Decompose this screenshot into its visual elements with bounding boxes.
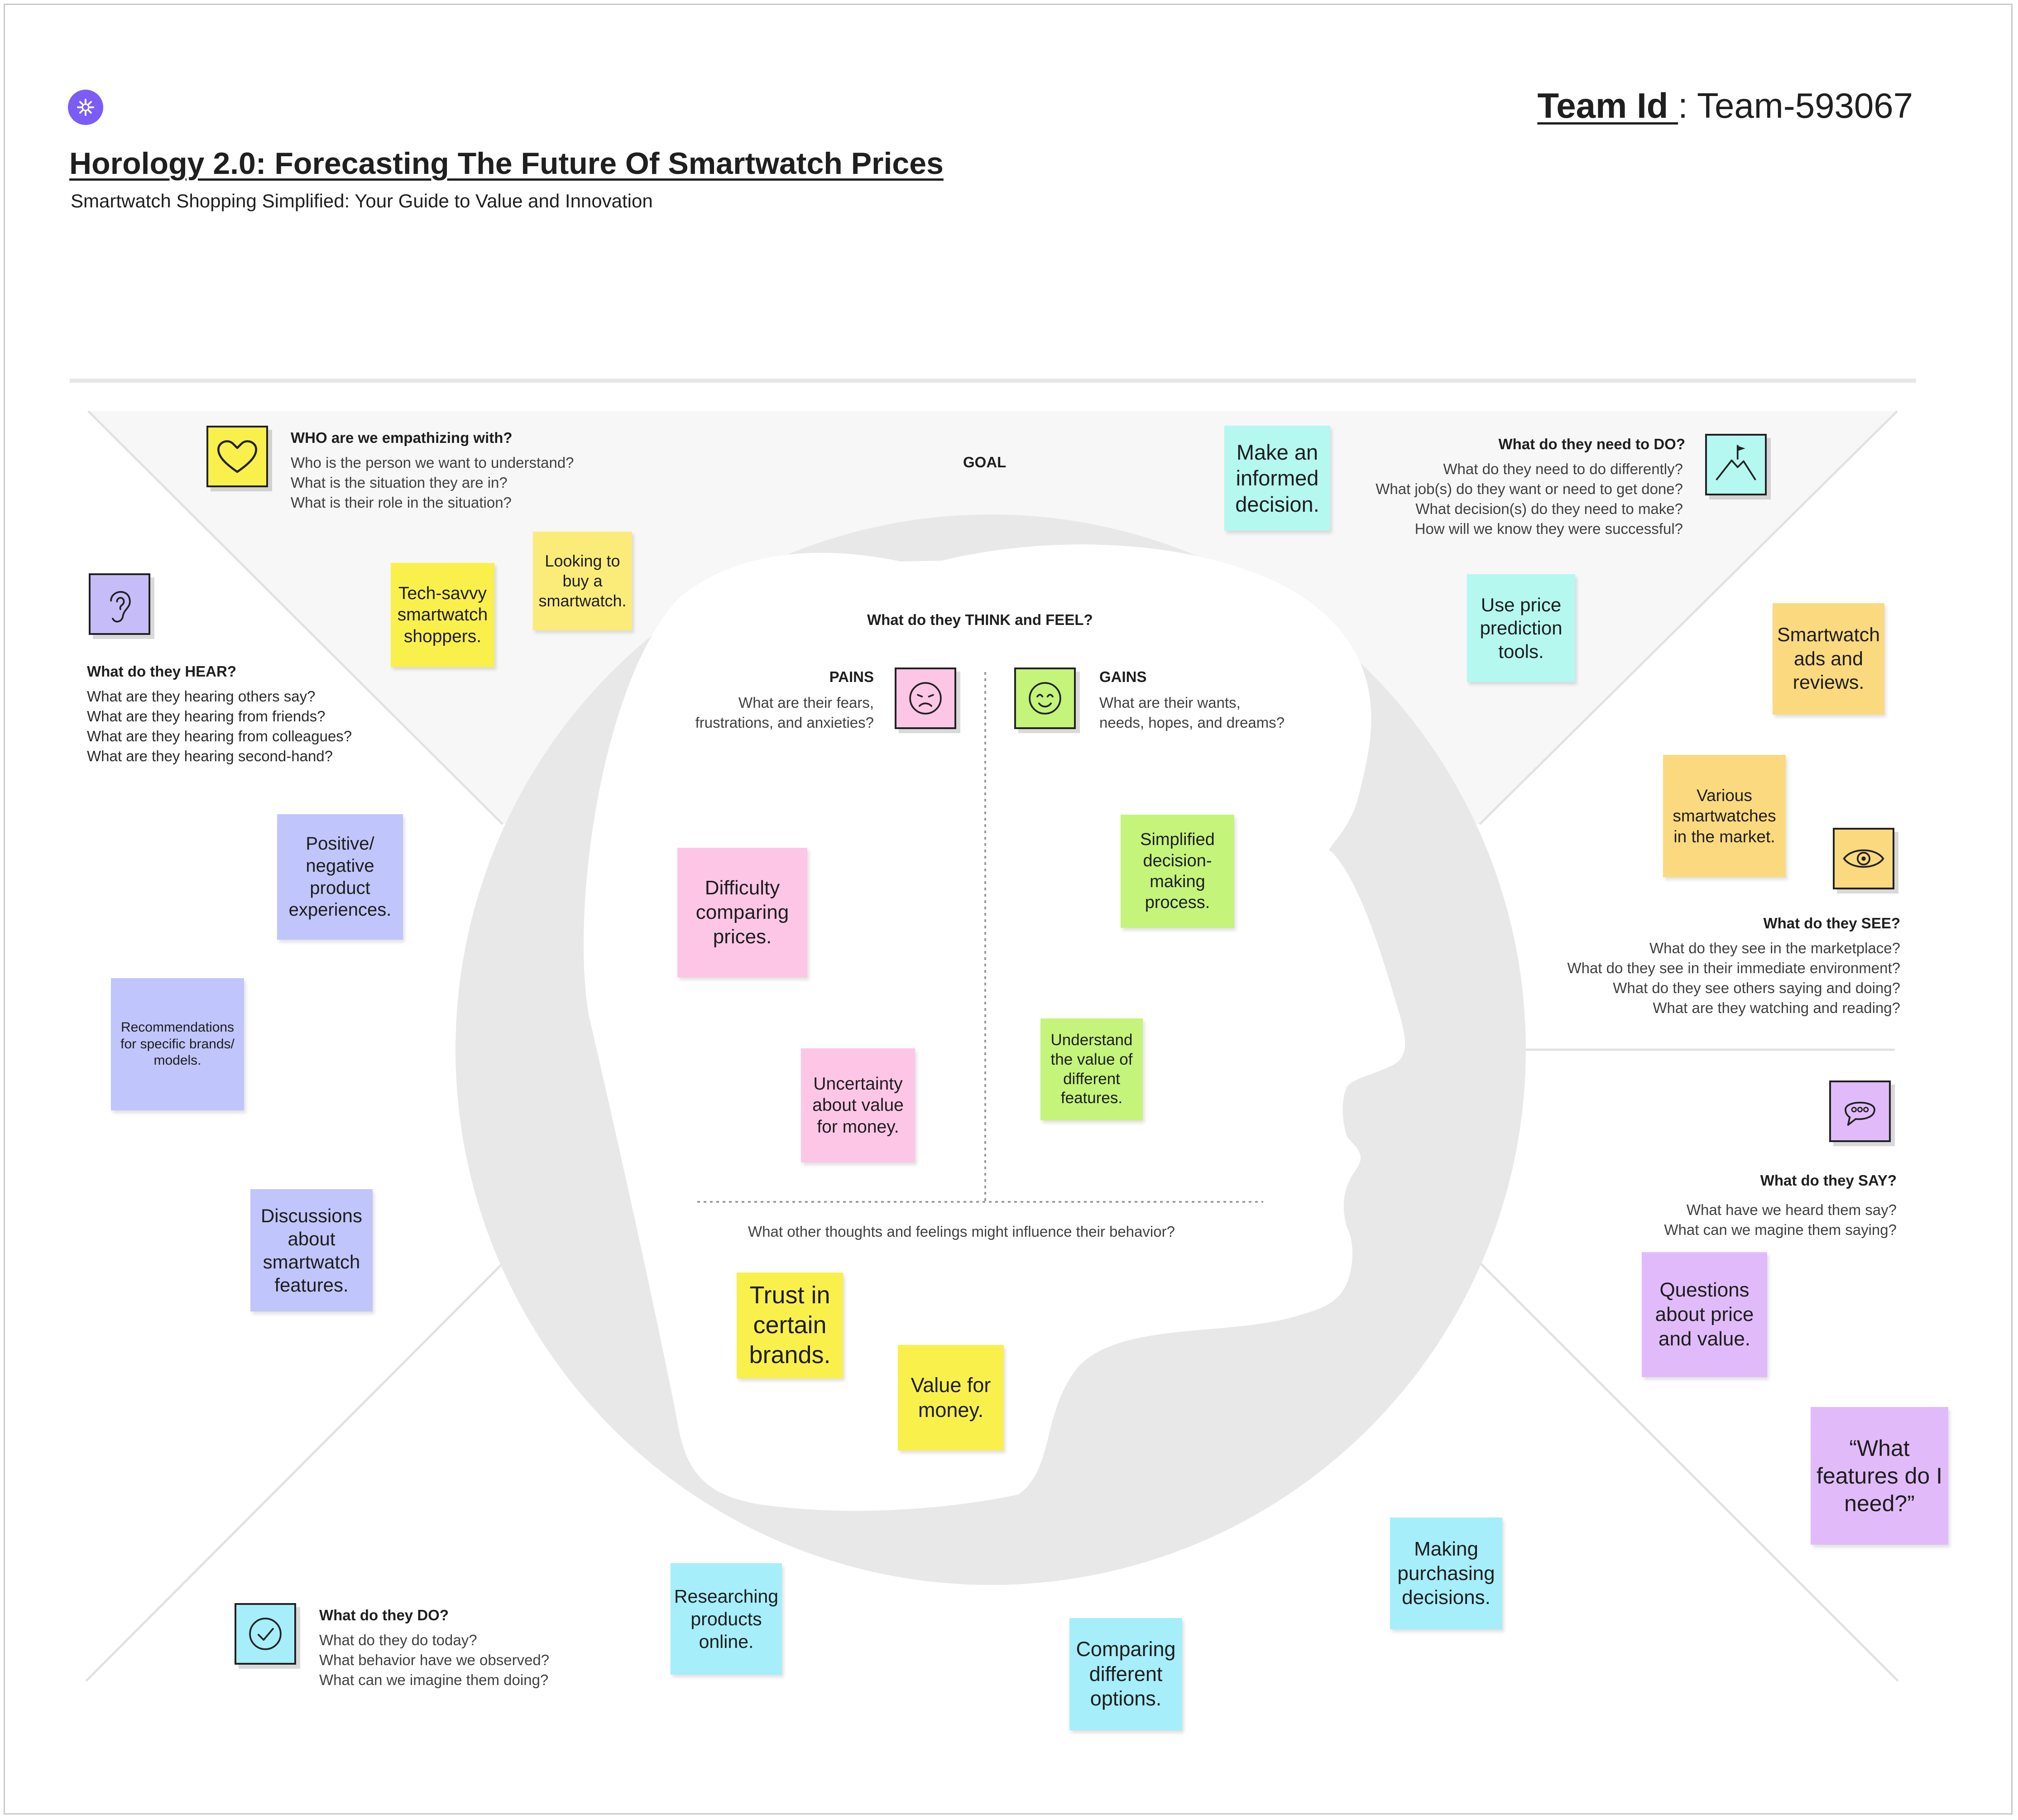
do-questions: What do they do today? What behavior hav… (319, 1630, 549, 1690)
pains-questions: What are their fears, frustrations, and … (695, 693, 874, 733)
hear-heading: What do they HEAR? (87, 663, 236, 680)
say-question: What have we heard them say? (1686, 1201, 1897, 1218)
need-to-do-question: What do they need to do differently? (1443, 461, 1683, 477)
team-id-value: : Team-593067 (1678, 86, 1913, 125)
do-question: What behavior have we observed? (319, 1652, 550, 1668)
say-questions: What have we heard them say? What can we… (1664, 1200, 1897, 1240)
who-question: What is their role in the situation? (291, 494, 512, 511)
do-question: What do they do today? (319, 1632, 477, 1648)
mountain-flag-icon (1705, 434, 1767, 495)
sticky-note-see-1[interactable]: Smartwatch ads and reviews. (1773, 603, 1884, 715)
see-question: What do they see others saying and doing… (1613, 980, 1900, 996)
who-question: What is the situation they are in? (291, 474, 508, 491)
hear-question: What are they hearing from friends? (87, 708, 326, 725)
head-face-area (584, 544, 1405, 1511)
do-question: What can we imagine them doing? (319, 1671, 549, 1688)
diagonal-divider-top-left (87, 410, 503, 825)
pains-question: frustrations, and anxieties? (695, 714, 874, 731)
sticky-note-other-2[interactable]: Value for money. (898, 1345, 1004, 1450)
diagonal-divider-top-right (1479, 410, 1898, 825)
need-to-do-heading: What do they need to DO? (1498, 436, 1685, 452)
sticky-note-say-2[interactable]: “What features do I need?” (1811, 1407, 1948, 1545)
hear-question: What are they hearing others say? (87, 688, 316, 705)
eye-icon (1833, 828, 1894, 889)
see-question: What do they see in the marketplace? (1649, 940, 1900, 956)
sad-face-icon (895, 667, 956, 729)
sticky-note-hear-2[interactable]: Recommendations for specific brands/ mod… (111, 978, 244, 1110)
who-heading: WHO are we empathizing with? (291, 429, 513, 446)
hear-question: What are they hearing from colleagues? (87, 728, 352, 744)
sticky-note-who-2[interactable]: Looking to buy a smartwatch. (533, 532, 632, 630)
other-thoughts-prompt: What other thoughts and feelings might i… (748, 1223, 1175, 1240)
team-id-label: Team Id (1537, 86, 1678, 125)
need-to-do-question: What job(s) do they want or need to get … (1376, 480, 1683, 497)
pains-question: What are their fears, (738, 694, 874, 711)
sticky-note-do-3[interactable]: Making purchasing decisions. (1390, 1517, 1502, 1629)
diagonal-divider-bottom-left (85, 1263, 503, 1682)
gains-questions: What are their wants, needs, hopes, and … (1099, 693, 1285, 733)
sticky-note-goal-1[interactable]: Make an informed decision. (1224, 426, 1330, 531)
see-heading: What do they SEE? (1763, 915, 1900, 932)
say-question: What can we magine them saying? (1664, 1221, 1897, 1238)
who-questions: Who is the person we want to understand?… (291, 453, 574, 513)
brand-logo-icon (68, 90, 103, 125)
gains-heading: GAINS (1099, 668, 1147, 685)
page-title: Horology 2.0: Forecasting The Future Of … (69, 146, 944, 181)
see-questions: What do they see in the marketplace? Wha… (1567, 938, 1900, 1018)
hear-question: What are they hearing second-hand? (87, 748, 333, 764)
sticky-note-do-2[interactable]: Comparing different options. (1069, 1618, 1182, 1730)
gains-question: What are their wants, (1099, 694, 1241, 711)
need-to-do-questions: What do they need to do differently? Wha… (1376, 459, 1683, 539)
sticky-note-gain-1[interactable]: Simplified decision-making process. (1121, 815, 1234, 928)
sticky-note-who-1[interactable]: Tech-savvy smartwatch shoppers. (391, 563, 494, 667)
board-frame (4, 4, 2013, 1815)
page-subtitle: Smartwatch Shopping Simplified: Your Gui… (71, 190, 653, 211)
sticky-note-pain-2[interactable]: Uncertainty about value for money. (801, 1048, 915, 1162)
sticky-note-need-1[interactable]: Use price prediction tools. (1467, 574, 1575, 682)
hear-questions: What are they hearing others say? What a… (87, 687, 352, 766)
sticky-note-pain-1[interactable]: Difficulty comparing prices. (677, 848, 807, 977)
team-id: Team Id : Team-593067 (1537, 85, 1913, 126)
happy-face-icon (1014, 667, 1076, 729)
diagonal-divider-bottom-right (1480, 1263, 1899, 1682)
heart-icon (206, 426, 268, 487)
sticky-note-other-1[interactable]: Trust in certain brands. (737, 1273, 843, 1378)
sticky-note-hear-3[interactable]: Discussions about smartwatch features. (250, 1189, 373, 1311)
gains-question: needs, hopes, and dreams? (1099, 714, 1285, 731)
sticky-note-gain-2[interactable]: Understand the value of different featur… (1040, 1018, 1143, 1120)
need-to-do-question: How will we know they were successful? (1414, 520, 1683, 537)
sticky-note-say-1[interactable]: Questions about price and value. (1642, 1252, 1767, 1377)
see-question: What do they see in their immediate envi… (1567, 960, 1900, 976)
check-circle-icon (235, 1603, 296, 1665)
who-question: Who is the person we want to understand? (291, 454, 574, 471)
need-to-do-question: What decision(s) do they need to make? (1415, 500, 1683, 517)
goal-label: GOAL (963, 454, 1007, 471)
think-feel-heading: What do they THINK and FEEL? (867, 611, 1093, 628)
sticky-note-see-2[interactable]: Various smartwatches in the market. (1663, 755, 1786, 877)
pains-heading: PAINS (829, 668, 874, 685)
speech-bubble-icon (1829, 1080, 1891, 1142)
sticky-note-do-1[interactable]: Researching products online. (671, 1563, 782, 1675)
header-divider (70, 379, 1916, 383)
say-heading: What do they SAY? (1760, 1172, 1897, 1189)
see-question: What are they watching and reading? (1653, 999, 1900, 1016)
sticky-note-hear-1[interactable]: Positive/ negative product experiences. (277, 814, 403, 940)
ear-icon (89, 573, 150, 635)
do-heading: What do they DO? (319, 1607, 449, 1623)
